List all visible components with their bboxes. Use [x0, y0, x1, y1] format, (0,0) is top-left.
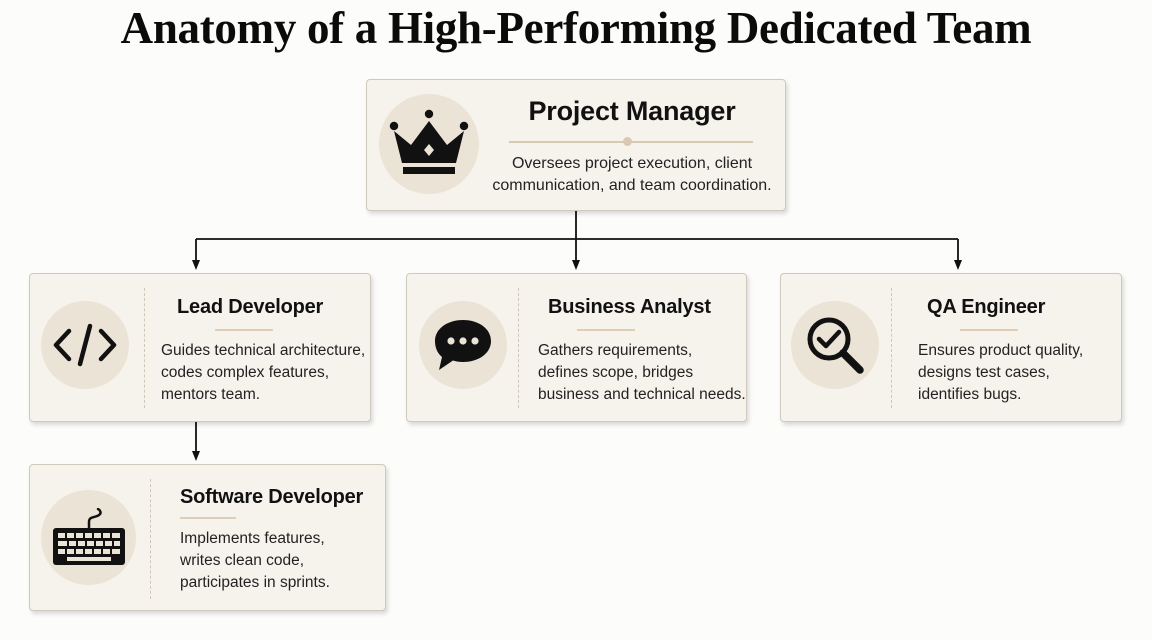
crown-icon	[389, 109, 469, 174]
keyboard-icon	[52, 507, 125, 565]
card-divider	[518, 288, 519, 408]
role-title: Lead Developer	[177, 296, 324, 318]
card-divider	[150, 479, 151, 599]
code-icon	[53, 323, 117, 367]
icon-badge	[41, 301, 129, 389]
node-business-analyst: Business Analyst Gathers requirements, d…	[406, 273, 747, 422]
node-software-developer: Software Developer Implements features, …	[29, 464, 386, 611]
magnifier-check-icon	[807, 317, 864, 374]
role-description: Implements features, writes clean code, …	[180, 530, 330, 591]
title-underline	[215, 329, 273, 331]
node-lead-developer: Lead Developer Guides technical architec…	[29, 273, 371, 422]
icon-badge	[791, 301, 879, 389]
title-underline	[960, 329, 1018, 331]
role-description: Gathers requirements, defines scope, bri…	[538, 342, 746, 403]
diagram-title: Anatomy of a High-Performing Dedicated T…	[120, 3, 1032, 53]
chat-bubble-icon	[435, 320, 491, 370]
card-divider	[891, 288, 892, 408]
title-underline	[577, 329, 635, 331]
role-description: Guides technical architecture, codes com…	[161, 342, 366, 403]
icon-badge	[41, 490, 136, 585]
title-divider-dot	[623, 137, 632, 146]
role-title: Project Manager	[528, 96, 736, 126]
node-project-manager: Project Manager Oversees project executi…	[366, 79, 786, 211]
role-description: Ensures product quality, designs test ca…	[918, 342, 1084, 403]
role-title: Business Analyst	[548, 296, 711, 318]
role-description: Oversees project execution, client commu…	[492, 155, 772, 194]
icon-badge	[379, 94, 479, 194]
role-title: QA Engineer	[927, 296, 1046, 318]
icon-badge	[419, 301, 507, 389]
card-divider	[144, 288, 145, 408]
role-title: Software Developer	[180, 486, 364, 508]
node-qa-engineer: QA Engineer Ensures product quality, des…	[780, 273, 1122, 422]
title-underline	[180, 517, 236, 519]
